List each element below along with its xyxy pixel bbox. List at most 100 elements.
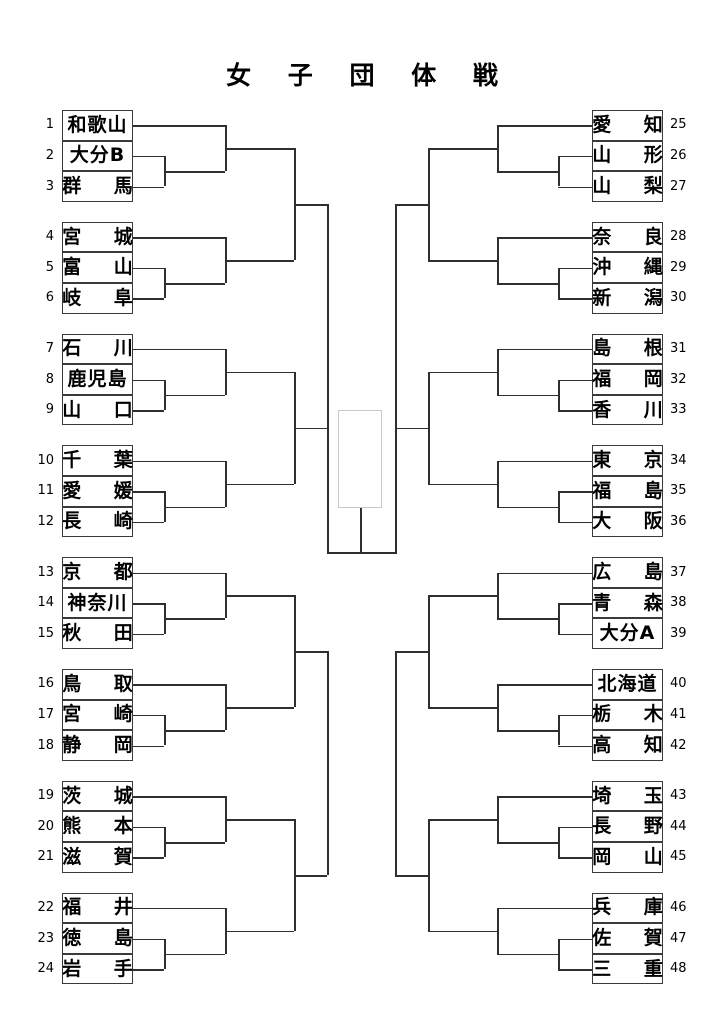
entry-box-45[interactable]: 岡 山 [592, 842, 663, 873]
entry-box-35[interactable]: 福 島 [592, 476, 663, 507]
match-merge-vertical [558, 603, 560, 634]
entry-box-42[interactable]: 高 知 [592, 730, 663, 761]
entry-box-27[interactable]: 山 梨 [592, 171, 663, 202]
entry-box-20[interactable]: 熊 本 [62, 811, 133, 842]
entry-box-3[interactable]: 群 馬 [62, 171, 133, 202]
entry-box-4[interactable]: 宮 城 [62, 221, 133, 253]
quarterfinal-merge-vertical [428, 148, 430, 261]
entry-box-34[interactable]: 東 京 [592, 445, 663, 476]
entry-box-11[interactable]: 愛 媛 [62, 476, 133, 507]
entry-box-28[interactable]: 奈 良 [592, 221, 663, 253]
entry-box-24[interactable]: 岩 手 [62, 953, 133, 985]
entry-box-15[interactable]: 秋 田 [62, 618, 133, 649]
entry-box-29[interactable]: 沖 縄 [592, 252, 663, 283]
entry-box-39[interactable]: 大分A [592, 618, 663, 649]
page-title: 女 子 団 体 戦 [226, 61, 512, 90]
entry-box-12[interactable]: 長 崎 [62, 506, 133, 538]
entry-name: 秋 田 [62, 622, 146, 645]
match-line-15 [133, 633, 164, 636]
entry-name: 香 川 [592, 398, 676, 421]
match-line-26 [558, 155, 592, 158]
quarterfinal-merge-vertical [428, 819, 430, 931]
entry-box-31[interactable]: 島 根 [592, 333, 663, 365]
seed-number-10: 10 [37, 452, 54, 468]
seed-number-25: 25 [670, 117, 687, 133]
match-winner-line [164, 953, 225, 956]
seed-number-26: 26 [670, 147, 687, 163]
quarterfinal-feed-line [225, 930, 294, 933]
match-line-16 [133, 684, 225, 686]
match-winner-line [164, 618, 225, 620]
quarterfinal-merge-vertical [294, 595, 296, 708]
entry-box-8[interactable]: 鹿児島 [62, 364, 133, 395]
entry-box-9[interactable]: 山 口 [62, 394, 133, 426]
entry-name: 京 都 [62, 560, 146, 583]
seed-number-35: 35 [670, 483, 687, 499]
entry-box-37[interactable]: 広 島 [592, 557, 663, 588]
seed-number-5: 5 [45, 259, 54, 275]
match-line-11 [133, 491, 164, 493]
group-merge-vertical [497, 684, 499, 731]
entry-box-43[interactable]: 埼 玉 [592, 780, 663, 812]
seed-number-27: 27 [670, 178, 687, 194]
seed-number-34: 34 [670, 452, 687, 468]
seed-number-4: 4 [45, 229, 54, 245]
seed-number-36: 36 [670, 513, 687, 529]
seed-number-42: 42 [670, 737, 687, 753]
entry-box-26[interactable]: 山 形 [592, 140, 663, 172]
entry-box-48[interactable]: 三 重 [592, 953, 663, 985]
entry-box-17[interactable]: 宮 崎 [62, 699, 133, 731]
match-winner-line [164, 842, 225, 844]
entry-name: 愛 媛 [62, 479, 146, 502]
entry-name: 兵 庫 [592, 896, 676, 919]
entry-name: 山 口 [62, 398, 146, 421]
match-merge-vertical [558, 714, 560, 746]
entry-box-10[interactable]: 千 葉 [62, 445, 133, 476]
match-line-17 [133, 714, 164, 717]
seed-number-17: 17 [37, 706, 54, 722]
entry-box-22[interactable]: 福 井 [62, 892, 133, 924]
entry-name: 熊 本 [62, 815, 146, 838]
entry-box-18[interactable]: 静 岡 [62, 730, 133, 761]
entry-box-25[interactable]: 愛 知 [592, 110, 663, 141]
entry-box-44[interactable]: 長 野 [592, 811, 663, 842]
seed-number-44: 44 [670, 818, 687, 834]
entry-box-23[interactable]: 徳 島 [62, 923, 133, 954]
entry-box-21[interactable]: 滋 賀 [62, 842, 133, 873]
match-winner-line [497, 842, 559, 844]
entry-box-7[interactable]: 石 川 [62, 333, 133, 365]
champion-slot[interactable] [338, 410, 382, 508]
seed-number-15: 15 [37, 625, 54, 641]
quarterfinal-feed-line [428, 483, 498, 486]
semifinal-merge-vertical [327, 651, 329, 875]
entry-box-38[interactable]: 青 森 [592, 587, 663, 619]
match-line-3 [133, 186, 164, 189]
entry-name: 鹿児島 [67, 367, 128, 390]
entry-box-32[interactable]: 福 岡 [592, 364, 663, 395]
entry-box-5[interactable]: 富 山 [62, 252, 133, 283]
entry-box-47[interactable]: 佐 賀 [592, 923, 663, 954]
entry-box-30[interactable]: 新 潟 [592, 283, 663, 314]
group-merge-vertical [225, 796, 227, 842]
entry-name: 三 重 [592, 957, 676, 980]
match-line-29 [558, 267, 592, 270]
entry-box-2[interactable]: 大分B [62, 140, 133, 172]
seed-number-43: 43 [670, 788, 687, 804]
entry-box-40[interactable]: 北海道 [592, 669, 663, 700]
entry-box-6[interactable]: 岐 阜 [62, 283, 133, 314]
seed-number-18: 18 [37, 737, 54, 753]
entry-name: 岩 手 [62, 957, 146, 980]
entry-box-41[interactable]: 栃 木 [592, 699, 663, 731]
entry-box-13[interactable]: 京 都 [62, 557, 133, 588]
champion-stem [360, 508, 362, 552]
entry-box-19[interactable]: 茨 城 [62, 780, 133, 812]
entry-box-14[interactable]: 神奈川 [62, 587, 133, 619]
entry-box-1[interactable]: 和歌山 [62, 110, 133, 141]
entry-box-16[interactable]: 鳥 取 [62, 669, 133, 700]
seed-number-14: 14 [37, 595, 54, 611]
entry-box-46[interactable]: 兵 庫 [592, 892, 663, 924]
entry-box-33[interactable]: 香 川 [592, 394, 663, 426]
entry-box-36[interactable]: 大 阪 [592, 506, 663, 538]
semifinal-feed-line [294, 874, 327, 877]
match-line-19 [133, 796, 225, 798]
